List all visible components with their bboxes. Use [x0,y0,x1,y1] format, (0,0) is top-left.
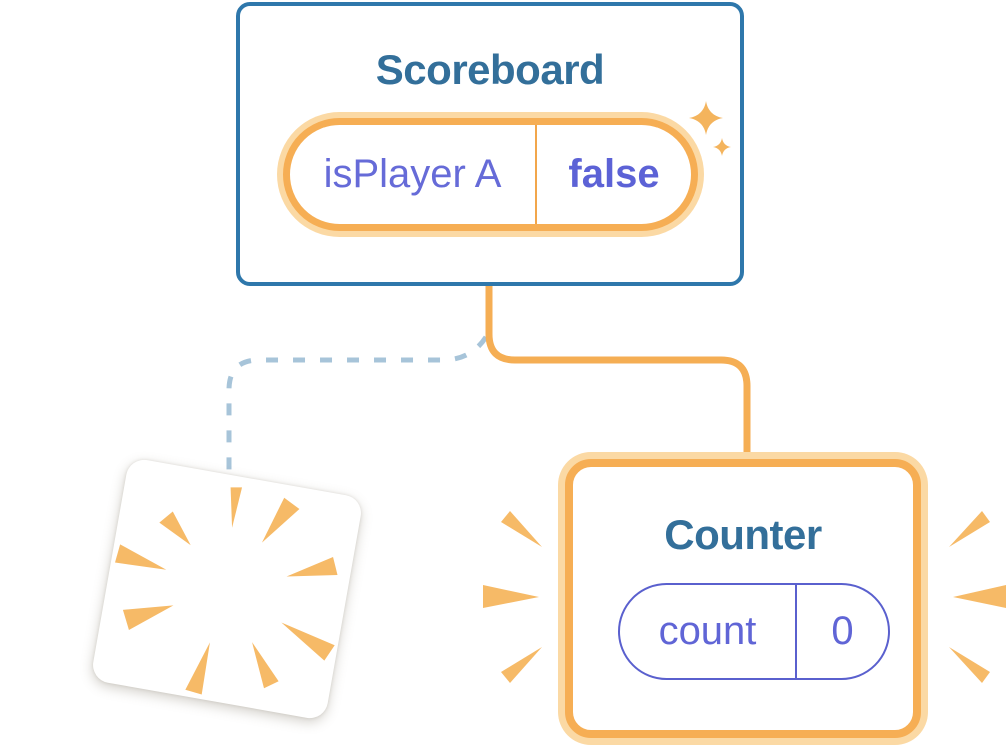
counter-state-pill: count 0 [618,583,890,680]
burst-ray [115,544,167,570]
burst-ray [261,497,300,543]
state-label: isPlayer A [323,152,502,196]
spark-icon [483,585,539,608]
counter-title: Counter [664,511,822,558]
burst-ray [286,557,338,577]
burst-icon [115,487,338,695]
solid-connector-line [485,286,751,458]
spark-icon [953,585,1006,608]
burst-ray [159,511,191,546]
sparkle-large [689,101,723,135]
burst-ray [230,487,243,528]
burst-ray [252,642,279,689]
state-value: false [568,152,660,196]
scoreboard-state-pill: isPlayer A false [283,118,698,231]
burst-ray [185,642,210,695]
pill-divider [535,125,537,224]
scoreboard-title: Scoreboard [375,46,605,93]
counter-card: Counter count 0 [565,459,921,738]
spark-icon [501,647,542,683]
spark-icon [501,511,542,547]
pill-divider [795,585,797,678]
burst-ray [281,622,335,661]
state-label: count [658,609,757,653]
state-value: 0 [831,609,854,653]
sparkle-icon [689,101,731,156]
destroyed-component-card [90,457,364,721]
spark-icon [949,511,990,547]
spark-icon [949,647,990,683]
dashed-connector-line [226,335,489,505]
burst-ray [122,605,174,631]
scoreboard-card: Scoreboard isPlayer A false [236,2,744,286]
sparkle-small [713,138,731,156]
